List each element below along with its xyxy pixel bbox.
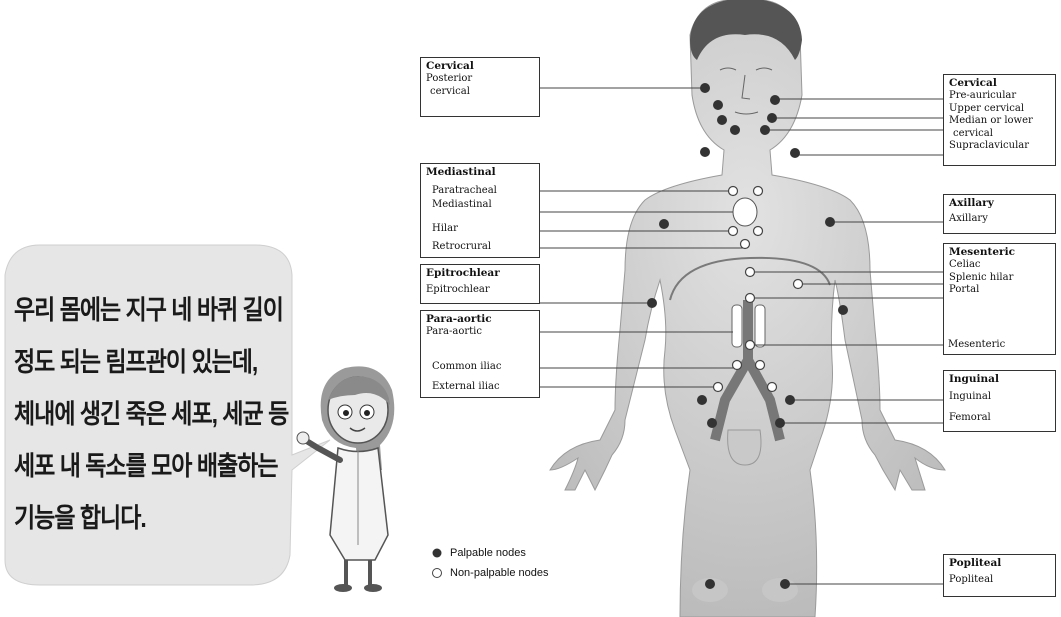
- node-posterior-cervical: [700, 83, 710, 93]
- doctor-character: [297, 366, 394, 592]
- label-external-iliac: External iliac: [432, 381, 500, 393]
- bubble-line-5: 기능을 합니다.: [14, 496, 146, 535]
- legend-filled-marker: [433, 549, 442, 558]
- bubble-line-4: 세포 내 독소를 모아 배출하는: [14, 444, 277, 483]
- label-retrocrural: Retrocrural: [432, 241, 491, 253]
- legend-palpable: Palpable nodes: [450, 544, 526, 562]
- box-inguinal: Inguinal Inguinal Femoral: [943, 370, 1056, 432]
- legend-open-marker: [433, 569, 442, 578]
- label-mediastinal: Mediastinal: [432, 199, 492, 211]
- legend-non-palpable: Non-palpable nodes: [450, 564, 548, 582]
- bubble-line-1: 우리 몸에는 지구 네 바퀴 길이: [14, 288, 283, 327]
- label-hilar: Hilar: [432, 223, 458, 235]
- box-epitrochlear: Epitrochlear Epitrochlear: [420, 264, 540, 304]
- label-common-iliac: Common iliac: [432, 361, 501, 373]
- box-popliteal: Popliteal Popliteal: [943, 554, 1056, 597]
- bubble-line-3: 체내에 생긴 죽은 세포, 세균 등: [14, 392, 288, 431]
- box-axillary: Axillary Axillary: [943, 194, 1056, 234]
- label-paratracheal: Paratracheal: [432, 185, 497, 197]
- label-mesenteric: Mesenteric: [948, 339, 1005, 351]
- box-cervical-left: Cervical Posterior cervical: [420, 57, 540, 117]
- box-title: Cervical: [426, 60, 534, 73]
- box-cervical-right: Cervical Pre-auricular Upper cervical Me…: [943, 74, 1056, 166]
- bubble-line-2: 정도 되는 림프관이 있는데,: [14, 340, 257, 379]
